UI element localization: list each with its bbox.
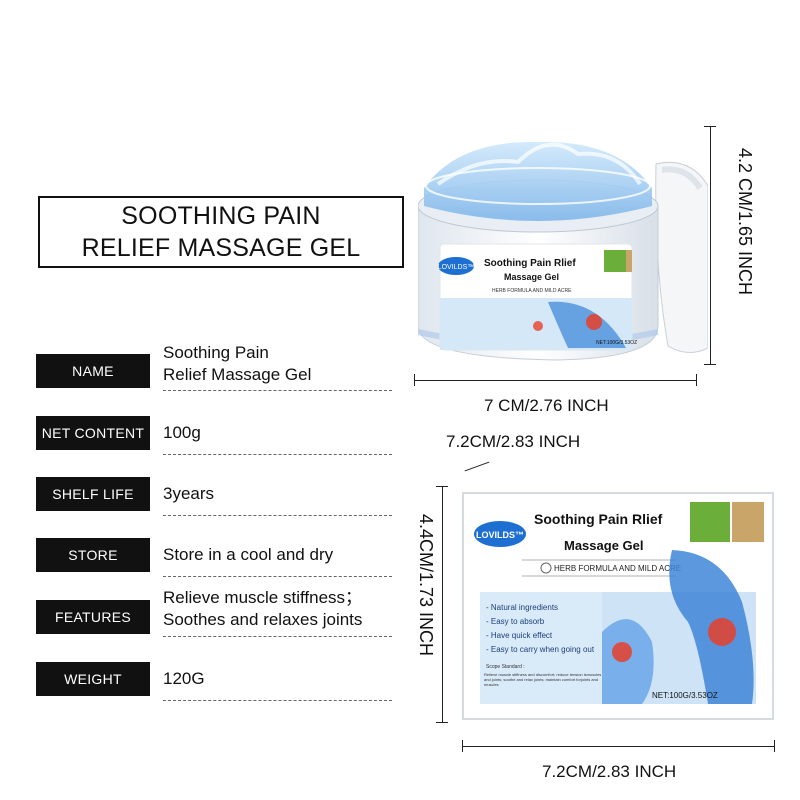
spec-value: Store in a cool and dry — [163, 538, 392, 577]
jar-name-line1: Soothing Pain Rlief — [484, 258, 576, 269]
spec-row-net-content: NET CONTENT 100g — [36, 416, 392, 456]
box-width-label: 7.2CM/2.83 INCH — [542, 762, 677, 781]
box-height-text: 4.4CM/1.73 INCH — [416, 514, 436, 657]
box-name-line2: Massage Gel — [564, 538, 644, 553]
jar-width-tick-right — [696, 374, 697, 386]
product-title-line1: SOOTHING PAIN — [121, 202, 321, 230]
product-title-box: SOOTHING PAIN RELIEF MASSAGE GEL — [38, 196, 404, 268]
spec-value-line: Relieve muscle stiffness； — [163, 588, 363, 607]
box-net: NET:100G/3.53OZ — [652, 691, 718, 700]
herb-formula-icon — [540, 562, 552, 574]
spec-label: WEIGHT — [36, 662, 150, 696]
feature-item: - Easy to absorb — [486, 617, 545, 626]
spec-label: NET CONTENT — [36, 416, 150, 450]
spec-row-name: NAME Soothing Pain Relief Massage Gel — [36, 343, 392, 394]
jar-label: LOVILDS™ Soothing Pain Rlief Massage Gel… — [438, 243, 637, 351]
box-depth-line — [464, 461, 490, 472]
feature-item: - Natural ingredients — [486, 603, 558, 612]
scope-text: Relieve muscle stiffness and discomfort;… — [484, 672, 602, 687]
spec-label: NAME — [36, 354, 150, 388]
box-height-line — [442, 486, 443, 722]
box-width-line — [462, 746, 774, 747]
jar-height-text: 4.2 CM/1.65 INCH — [735, 148, 755, 296]
shoulder-graphic — [602, 619, 654, 704]
jar-brand: LOVILDS™ — [438, 264, 475, 271]
spec-value-line: Soothes and relaxes joints — [163, 610, 363, 629]
spec-row-features: FEATURES Relieve muscle stiffness； Sooth… — [36, 588, 392, 640]
jar-height-label: 4.2 CM/1.65 INCH — [733, 126, 757, 346]
spec-value: 100g — [163, 416, 392, 455]
herb-leaf-icon — [690, 502, 730, 542]
spec-label: STORE — [36, 538, 150, 572]
box-depth-label: 7.2CM/2.83 INCH — [446, 432, 581, 451]
herb-leaf-icon — [604, 250, 626, 272]
shoulder-pain-point — [612, 642, 632, 662]
scope-title: Scope Standard : — [486, 664, 525, 670]
jar-formula: HERB FORMULA AND MILD ACRE — [492, 288, 572, 294]
box-height-label: 4.4CM/1.73 INCH — [414, 514, 438, 694]
jar-width-label: 7 CM/2.76 INCH — [484, 396, 609, 415]
spec-row-shelf-life: SHELF LIFE 3years — [36, 477, 392, 517]
box-brand-badge — [474, 521, 526, 547]
spec-value-line: 120G — [163, 669, 205, 688]
jar-height-tick-top — [704, 126, 716, 127]
spec-value-line: Store in a cool and dry — [163, 545, 334, 564]
spec-value-line: 100g — [163, 423, 201, 442]
spec-row-store: STORE Store in a cool and dry — [36, 538, 392, 578]
box-height-tick-bottom — [436, 722, 448, 723]
box-width-tick-right — [774, 740, 775, 752]
spec-value-line: Soothing Pain — [163, 343, 269, 362]
jar-image: LOVILDS™ Soothing Pain Rlief Massage Gel… — [417, 126, 709, 366]
ginger-root-icon — [626, 250, 632, 272]
jar-name-line2: Massage Gel — [504, 272, 559, 282]
jar-lid — [655, 161, 709, 353]
spec-value-line: 3years — [163, 484, 215, 503]
feature-item: - Have quick effect — [486, 631, 553, 640]
jar-width-tick-left — [414, 374, 415, 386]
spec-value: 120G — [163, 662, 392, 701]
spec-value: Relieve muscle stiffness； Soothes and re… — [163, 586, 392, 637]
jar-net: NET:100G/3.53OZ — [596, 340, 637, 346]
spec-value: 3years — [163, 477, 392, 516]
spec-label: FEATURES — [36, 600, 150, 634]
jar-width-line — [414, 380, 696, 381]
spec-row-weight: WEIGHT 120G — [36, 662, 392, 702]
spec-label: SHELF LIFE — [36, 477, 150, 511]
box-width-tick-left — [462, 740, 463, 752]
box-image: LOVILDS™ Soothing Pain Rlief Massage Gel… — [462, 492, 774, 720]
scope-text-container: Relieve muscle stiffness and discomfort;… — [484, 672, 602, 687]
knee-pain-point — [708, 618, 736, 646]
spec-value-line: Relief Massage Gel — [163, 365, 312, 384]
box-height-tick-top — [436, 486, 448, 487]
jar-height-line — [710, 126, 711, 364]
product-title-line2: RELIEF MASSAGE GEL — [81, 234, 361, 262]
jar-height-tick-bottom — [704, 364, 716, 365]
box-name-line1: Soothing Pain Rlief — [534, 511, 663, 527]
feature-item: - Easy to carry when going out — [486, 645, 595, 654]
spec-value: Soothing Pain Relief Massage Gel — [163, 342, 392, 391]
ginger-root-icon — [732, 502, 764, 542]
box-brand: LOVILDS™ — [476, 530, 524, 540]
box-formula: HERB FORMULA AND MILD ACRE — [554, 564, 681, 573]
